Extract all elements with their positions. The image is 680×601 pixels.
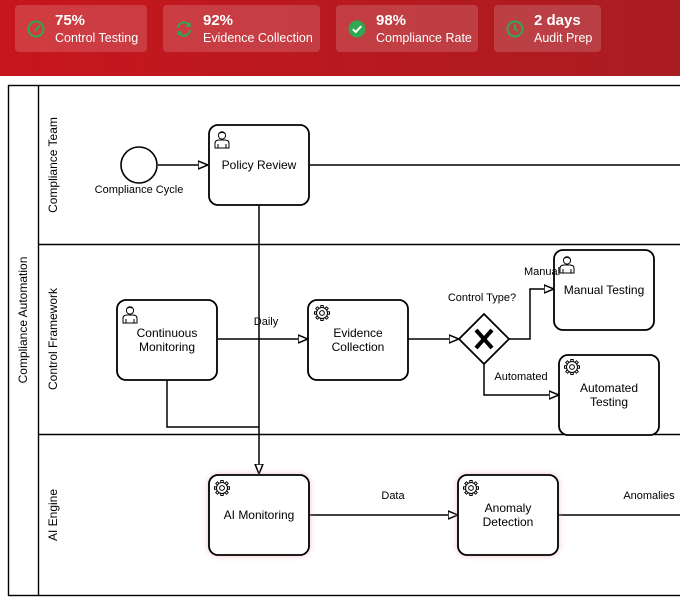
stat-label: Audit Prep [534, 31, 593, 45]
gear-icon [212, 478, 232, 498]
refresh-icon [177, 21, 191, 37]
task-label-line2: Detection [483, 515, 534, 529]
task-ai-monitoring[interactable]: AI Monitoring [208, 474, 310, 556]
kpi-header: 75% Control Testing 92% Evidence Collect… [0, 0, 680, 76]
flow-label-data: Data [381, 490, 405, 502]
exclusive-gateway[interactable] [457, 312, 511, 366]
stat-label: Compliance Rate [376, 31, 472, 45]
stat-value: 75% [55, 12, 86, 29]
task-label: Policy Review [222, 158, 297, 172]
stat-value: 98% [376, 12, 407, 29]
pool-label: Compliance Automation [16, 257, 30, 384]
stat-evidence-collection: 92% Evidence Collection [163, 5, 320, 52]
flow-automated [483, 364, 559, 395]
task-label-line2: Collection [332, 340, 385, 354]
flow-label-manual: Manual [524, 266, 560, 278]
x-mark-icon [474, 328, 494, 350]
gateway-label: Control Type? [448, 292, 516, 304]
flow-label-anomalies: Anomalies [623, 490, 675, 502]
stat-label: Evidence Collection [203, 31, 313, 45]
stat-audit-prep: 2 days Audit Prep [494, 5, 601, 52]
gear-icon [312, 303, 332, 323]
task-automated-testing[interactable]: Automated Testing [558, 354, 660, 436]
lane-label-control-framework: Control Framework [46, 287, 60, 390]
lane-label-compliance-team: Compliance Team [46, 117, 60, 213]
task-policy-review[interactable]: Policy Review [208, 124, 310, 206]
start-event[interactable] [120, 146, 158, 184]
stat-compliance-rate: 98% Compliance Rate [336, 5, 478, 52]
task-label: AI Monitoring [224, 508, 295, 522]
bpmn-diagram: Compliance Automation Compliance Team Co… [7, 84, 680, 597]
flow-label-daily: Daily [254, 316, 279, 328]
task-label: Manual Testing [564, 283, 645, 297]
gear-icon [461, 478, 481, 498]
stat-value: 92% [203, 12, 234, 29]
task-label-line1: Continuous [137, 326, 198, 340]
task-label-line1: Anomaly [485, 501, 532, 515]
stat-control-testing: 75% Control Testing [15, 5, 147, 52]
gear-icon [562, 357, 582, 377]
task-label-line2: Monitoring [139, 340, 195, 354]
lane-label-ai-engine: AI Engine [46, 489, 60, 541]
task-anomaly-detection[interactable]: Anomaly Detection [457, 474, 559, 556]
stat-value: 2 days [534, 12, 581, 29]
task-label-line1: Automated [580, 381, 638, 395]
flow-label-automated: Automated [494, 371, 547, 383]
task-manual-testing[interactable]: Manual Testing [553, 249, 655, 331]
clock-icon [506, 20, 524, 38]
check-circle-icon [348, 20, 366, 38]
gauge-icon [27, 20, 45, 38]
task-evidence-collection[interactable]: Evidence Collection [307, 299, 409, 381]
task-label-line2: Testing [590, 395, 628, 409]
task-label-line1: Evidence [333, 326, 383, 340]
flow-monitoring-to-ai [166, 379, 259, 428]
task-continuous-monitoring[interactable]: Continuous Monitoring [116, 299, 218, 381]
start-event-label: Compliance Cycle [95, 184, 184, 196]
stat-label: Control Testing [55, 31, 139, 45]
flow-manual [507, 289, 554, 340]
